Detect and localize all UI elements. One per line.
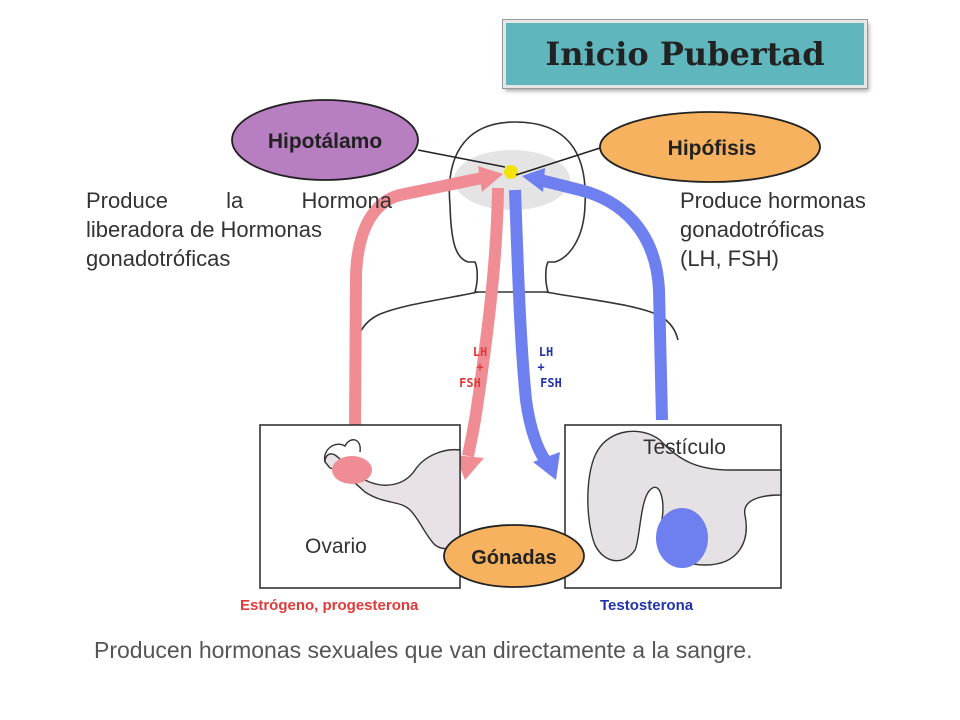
female-feedback-arrow [349, 172, 484, 431]
female-lhfsh-line-3: FSH [459, 376, 481, 390]
female-lhfsh-arrowhead [455, 455, 484, 480]
hipotalamo-description: Produce la Hormona liberadora de Hormona… [86, 186, 392, 273]
shoulders-left [355, 291, 479, 346]
testicle-box: Testículo [564, 424, 782, 589]
female-lhfsh-line-1: LH [473, 345, 487, 359]
male-lhfsh-line-2: + [537, 360, 544, 374]
gonadas-label: Gónadas [471, 547, 557, 569]
male-lhfsh-arrow [509, 189, 551, 464]
testicle-label: Testículo [643, 436, 726, 459]
male-lhfsh-label: LH + FSH [537, 345, 561, 390]
hipofisis-label: Hipófisis [668, 137, 757, 160]
female-arrows [349, 172, 504, 458]
brain-region [454, 150, 570, 210]
hipotalamo-pointer [417, 149, 506, 168]
male-hormones: Testosterona [600, 597, 694, 614]
male-lhfsh-line-1: LH [539, 345, 553, 359]
female-lhfsh-arrow [462, 187, 504, 458]
left-desc-line-1: Produce la Hormona [86, 188, 392, 213]
right-desc-line-1: Produce hormonas [680, 188, 866, 213]
hipofisis-bubble: Hipófisis [599, 111, 821, 183]
female-lhfsh-line-2: + [476, 360, 483, 374]
pituitary-gland-dot [504, 165, 518, 179]
right-desc-line-2: gonadotróficas [680, 217, 825, 242]
ovary-organ [332, 456, 372, 484]
female-hormones: Estrógeno, progesterona [240, 597, 419, 614]
testicle-organ [656, 508, 708, 568]
female-lhfsh-label: LH + FSH [459, 345, 487, 390]
hipotalamo-bubble: Hipotálamo [231, 99, 419, 181]
male-feedback-arrowhead [522, 168, 545, 192]
male-arrows [509, 174, 668, 464]
uterus-shape [324, 448, 461, 550]
left-desc-line-3: gonadotróficas [86, 246, 231, 271]
male-feedback-arrow [538, 174, 668, 421]
male-lhfsh-arrowhead [533, 452, 560, 480]
female-feedback-arrowhead [478, 166, 503, 192]
hipofisis-pointer [515, 147, 601, 176]
gonadas-bubble: Gónadas [443, 524, 585, 588]
fimbria [323, 439, 361, 463]
hipotalamo-label: Hipotálamo [268, 130, 382, 153]
left-desc-line-2: liberadora de Hormonas [86, 217, 323, 242]
male-lhfsh-line-3: FSH [540, 376, 562, 390]
ovary-box: Ovario [259, 424, 461, 589]
ovary-label: Ovario [305, 535, 367, 558]
slide-caption: Producen hormonas sexuales que van direc… [94, 637, 753, 663]
hipofisis-description: Produce hormonas gonadotróficas (LH, FSH… [680, 186, 920, 273]
slide-title: Inicio Pubertad [502, 19, 868, 89]
right-desc-line-3: (LH, FSH) [680, 246, 779, 271]
male-organ-shape [587, 430, 782, 566]
